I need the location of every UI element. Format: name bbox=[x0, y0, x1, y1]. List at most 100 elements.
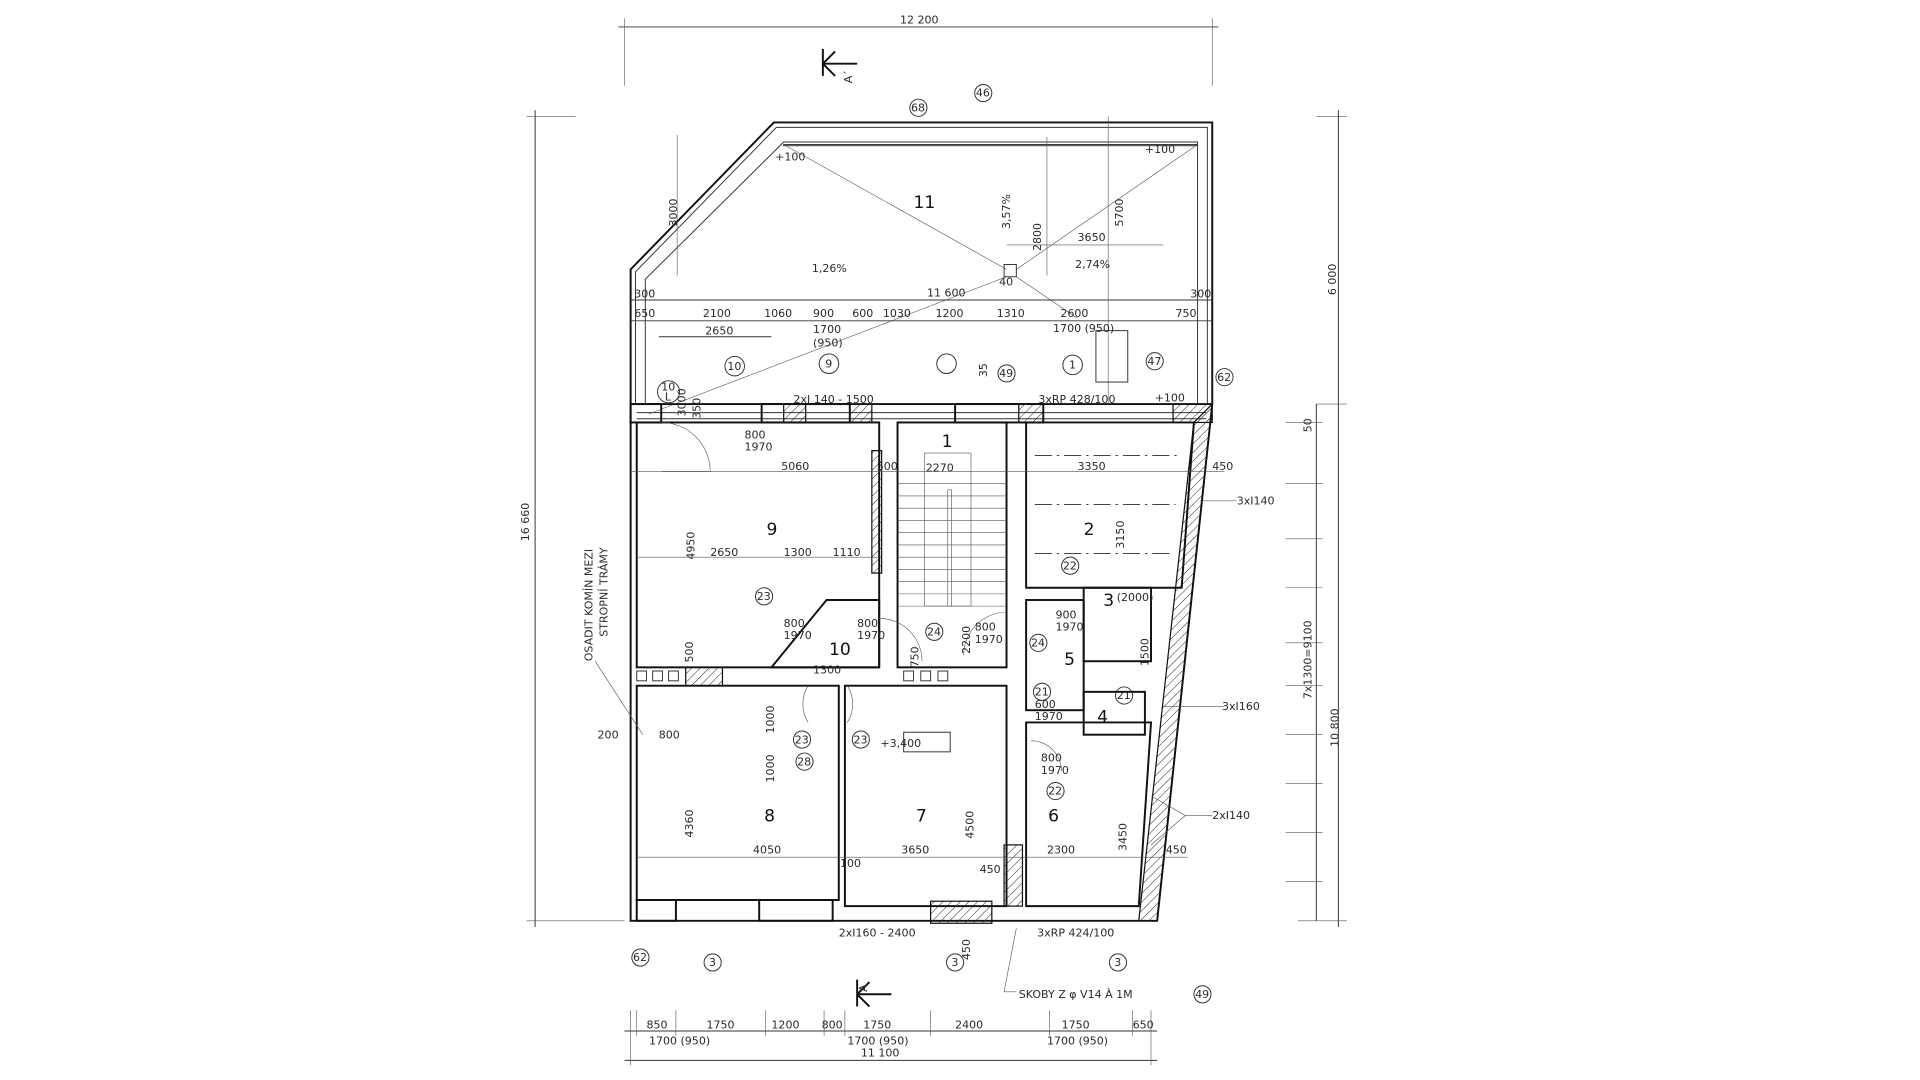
dim-2650: 2650 bbox=[710, 546, 738, 559]
tag-49-bottom: 49 bbox=[1195, 988, 1209, 1001]
door-height: 1970 bbox=[1041, 764, 1069, 777]
dim-2000: (2000) bbox=[1117, 591, 1154, 604]
tag-49: 49 bbox=[999, 367, 1013, 380]
door-width: 900 bbox=[1056, 608, 1077, 621]
beam-top-right: 3xRP 428/100 bbox=[1038, 393, 1115, 406]
door-width: 600 bbox=[1035, 698, 1056, 711]
room-number-11: 11 bbox=[913, 193, 935, 213]
top-dim: 900 bbox=[813, 307, 834, 320]
tag-3: 3 bbox=[709, 956, 716, 969]
top-dim: (950) bbox=[813, 337, 843, 350]
dim-overall-height: 16 660 bbox=[519, 503, 532, 542]
door-width: 800 bbox=[1041, 752, 1062, 765]
roof-level-left: +100 bbox=[775, 150, 805, 163]
tag-10: 10 bbox=[727, 360, 741, 373]
bottom-dim: 1700 (950) bbox=[847, 1034, 908, 1047]
bottom-dim-total: 11 100 bbox=[861, 1047, 900, 1060]
dim-4050: 4050 bbox=[753, 843, 781, 856]
roof-dim-3650: 3650 bbox=[1078, 231, 1106, 244]
tag-24: 24 bbox=[927, 626, 941, 639]
dim-1300b: 1300 bbox=[813, 663, 841, 676]
tag-24: 24 bbox=[1031, 637, 1045, 650]
bottom-dim: 850 bbox=[647, 1019, 668, 1032]
level-mark-box bbox=[903, 731, 951, 753]
top-dim: 2600 bbox=[1060, 307, 1088, 320]
dim-3150: 3150 bbox=[1114, 521, 1127, 549]
tag-1: 1 bbox=[1069, 359, 1076, 372]
bottom-dim: 800 bbox=[822, 1019, 843, 1032]
note-chimney-line1: OSADIT KOMÍN MEZI bbox=[583, 549, 596, 661]
room-number-9: 9 bbox=[767, 520, 778, 540]
notes: OSADIT KOMÍN MEZI STROPNÍ TRÁMY SKOBY Z … bbox=[583, 547, 1133, 1001]
section-mark-bottom: A bbox=[857, 984, 870, 992]
beam-bottom-right: 3xRP 424/100 bbox=[1037, 927, 1114, 940]
dim-200: 200 bbox=[598, 728, 619, 741]
dim-2300: 2300 bbox=[1047, 843, 1075, 856]
dim-1300: 1300 bbox=[784, 546, 812, 559]
roof-dim-3000: 3000 bbox=[667, 198, 680, 226]
roof-terrace: 11 +100 +100 3,57% 1,26% 2,74% 40 11 600… bbox=[629, 116, 1214, 415]
dim-right-upper: 6 000 bbox=[1326, 264, 1339, 296]
dim-5060: 5060 bbox=[781, 460, 809, 473]
tag-23: 23 bbox=[853, 733, 867, 746]
section-markers: A´ A bbox=[821, 48, 892, 1008]
top-dim: 2100 bbox=[703, 307, 731, 320]
top-dim: 1700 bbox=[813, 323, 841, 336]
room-number-3: 3 bbox=[1103, 591, 1114, 611]
door-width: 800 bbox=[784, 617, 805, 630]
roof-diagonal-length: 11 600 bbox=[927, 286, 966, 299]
beam-top-level: +100 bbox=[1155, 392, 1185, 405]
building-walls bbox=[629, 402, 1214, 922]
top-dim: 1030 bbox=[883, 307, 911, 320]
dim-350: 350 bbox=[690, 398, 703, 419]
top-dim: 1060 bbox=[764, 307, 792, 320]
door-width: 800 bbox=[744, 428, 765, 441]
tag-22: 22 bbox=[1048, 785, 1062, 798]
section-mark-top: A´ bbox=[842, 70, 855, 83]
door-height: 1970 bbox=[744, 441, 772, 454]
bottom-dim: 2400 bbox=[955, 1019, 983, 1032]
top-dim: 750 bbox=[1176, 307, 1197, 320]
dim-3450: 3450 bbox=[1117, 823, 1130, 851]
door-width: 800 bbox=[975, 621, 996, 634]
rooms: 1 2 3 4 5 6 7 8 9 10 bbox=[635, 421, 1195, 924]
dim-overall-width: 12 200 bbox=[900, 13, 939, 26]
dim-450d: 450 bbox=[960, 939, 973, 960]
roof-drain-level: 40 bbox=[999, 275, 1013, 288]
room-number-4: 4 bbox=[1097, 707, 1108, 727]
door-height: 1970 bbox=[1035, 710, 1063, 723]
room-number-10: 10 bbox=[829, 640, 851, 660]
dim-3350: 3350 bbox=[1078, 460, 1106, 473]
staircase bbox=[897, 452, 1007, 607]
dim-3000-lower: 3000 bbox=[676, 388, 689, 416]
dim-500b: 500 bbox=[683, 641, 696, 662]
top-dim: 600 bbox=[852, 307, 873, 320]
beam-top-left: 2xI 140 - 1500 bbox=[793, 393, 873, 406]
top-dim: 2650 bbox=[705, 324, 733, 337]
dim-4950: 4950 bbox=[684, 532, 697, 560]
room-number-5: 5 bbox=[1064, 650, 1075, 670]
tag-3: 3 bbox=[1114, 956, 1121, 969]
beam-right-1: 3xI140 bbox=[1237, 494, 1275, 507]
tag-28: 28 bbox=[797, 755, 811, 768]
dim-35: 35 bbox=[977, 363, 990, 377]
top-dimension-rows: 650 2100 1060 900 600 1030 1200 1310 260… bbox=[634, 307, 1196, 349]
overall-dimensions: 12 200 16 660 6 000 10 800 50 7x1300=910… bbox=[519, 13, 1347, 927]
tag-62-bottom: 62 bbox=[633, 951, 647, 964]
top-dim: 1700 (950) bbox=[1053, 322, 1114, 335]
dim-2270: 2270 bbox=[926, 461, 954, 474]
bottom-dim: 1750 bbox=[863, 1019, 891, 1032]
tag-21: 21 bbox=[1035, 686, 1049, 699]
dim-500: 500 bbox=[877, 460, 898, 473]
dim-4360: 4360 bbox=[683, 810, 696, 838]
note-chimney-line2: STROPNÍ TRÁMY bbox=[597, 547, 610, 637]
beam-bottom-mid: 2xI160 - 2400 bbox=[839, 927, 916, 940]
roof-edge-left: 300 bbox=[634, 288, 655, 301]
door-width: 800 bbox=[857, 617, 878, 630]
top-dim: 1200 bbox=[936, 307, 964, 320]
tag-9: 9 bbox=[825, 357, 832, 370]
roof-dim-5700: 5700 bbox=[1113, 198, 1126, 226]
dim-right-small: 50 bbox=[1301, 418, 1314, 432]
tag-3: 3 bbox=[951, 956, 958, 969]
tag-22: 22 bbox=[1063, 559, 1077, 572]
